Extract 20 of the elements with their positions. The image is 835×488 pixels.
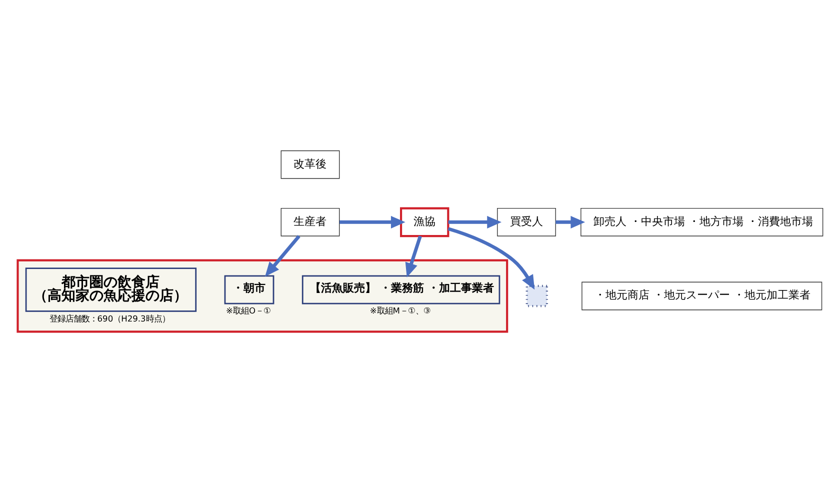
node-box: 買受人 <box>497 208 556 236</box>
arrow <box>265 235 300 277</box>
node-box: 生産者 <box>280 208 340 236</box>
arrow <box>340 216 406 228</box>
arrow <box>448 227 535 290</box>
arrow <box>405 236 422 278</box>
node-box: 漁協 <box>400 207 450 238</box>
arrow <box>448 216 502 228</box>
node-box: 改革後 <box>280 150 340 179</box>
node-box: ・地元商店 ・地元スーパー ・地元加工業者 <box>582 282 822 310</box>
arrow <box>556 216 586 228</box>
node-box: 【活魚販売】 ・業務筋 ・加工事業者 <box>302 275 500 304</box>
node-label: 登録店舗数：690（H29.3時点） <box>49 313 170 324</box>
node-label: ※取組M－①、③ <box>370 306 431 316</box>
node-box: ・朝市 <box>224 275 274 304</box>
node-box <box>526 284 548 308</box>
node-label: ※取組O－① <box>226 306 271 316</box>
node-box: 卸売人 ・中央市場 ・地方市場 ・消費地市場 <box>580 208 824 236</box>
node-box: 都市圏の飲食店 （高知家の魚応援の店） <box>25 268 197 312</box>
cluster <box>16 259 508 333</box>
